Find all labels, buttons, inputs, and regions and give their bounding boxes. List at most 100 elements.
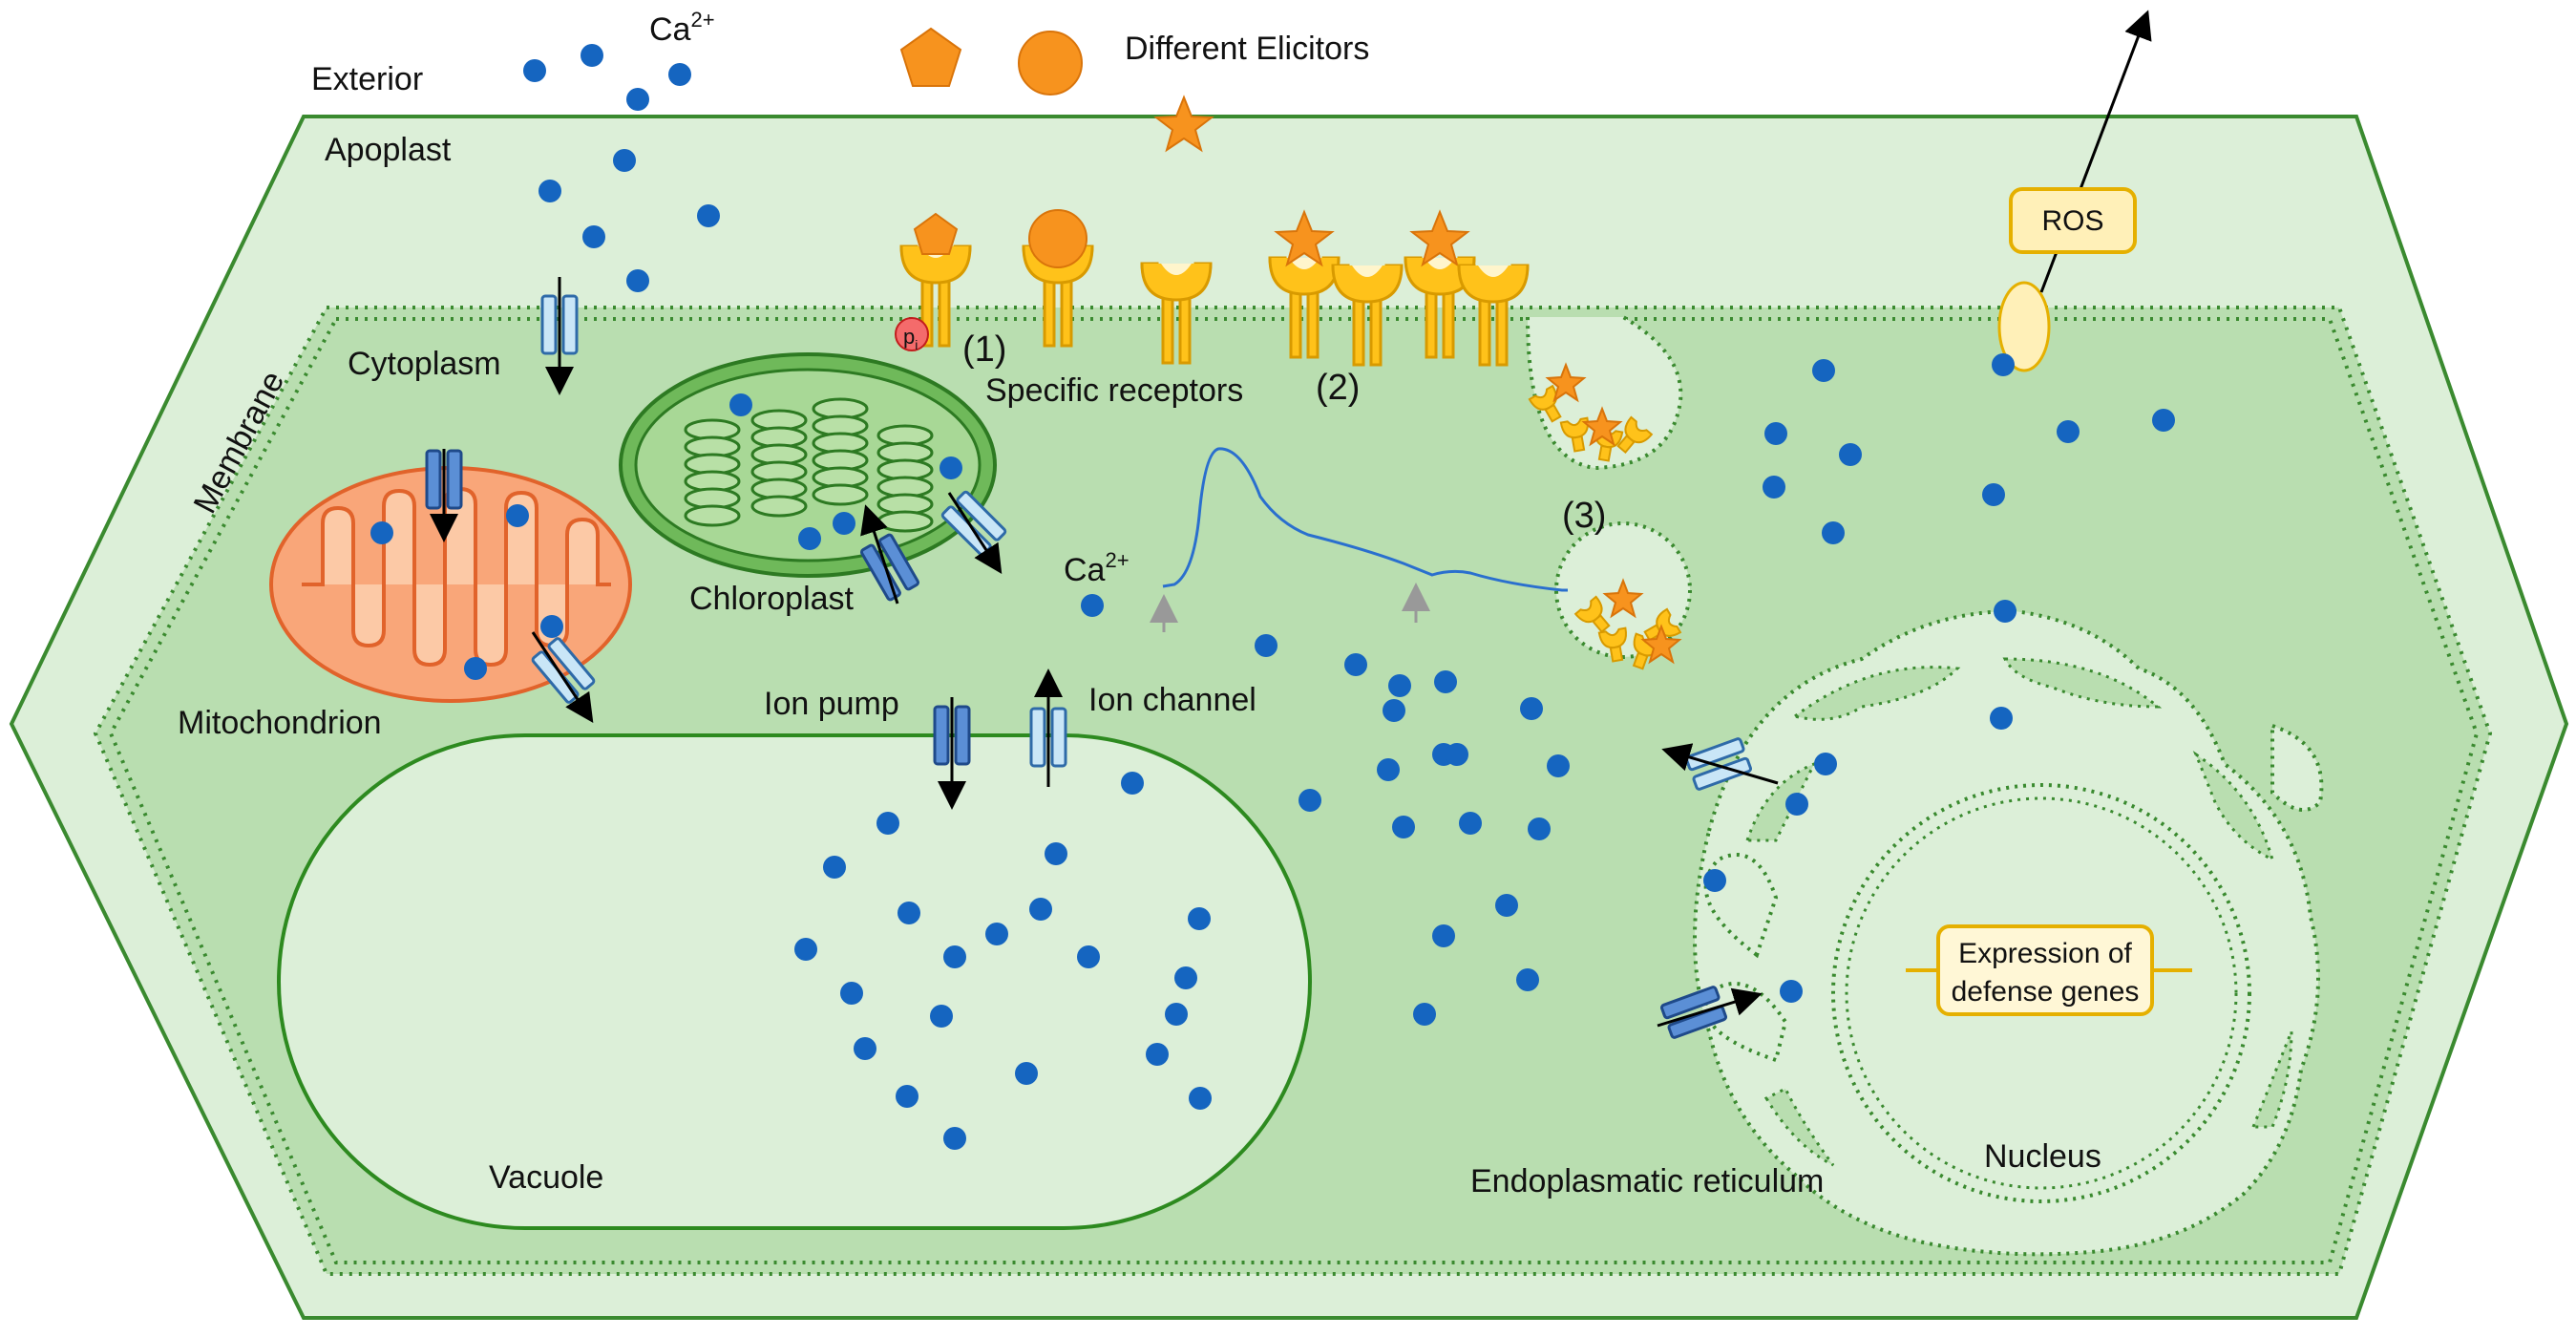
calcium-ion-icon — [823, 856, 846, 879]
calcium-ion-icon — [729, 393, 752, 416]
calcium-ion-icon — [613, 149, 636, 172]
calcium-ion-icon — [876, 812, 899, 835]
calcium-ion-icon — [1255, 634, 1277, 657]
calcium-ion-icon — [1188, 907, 1211, 930]
calcium-ion-icon — [854, 1037, 876, 1060]
calcium-ion-icon — [1081, 594, 1104, 617]
calcium-ion-icon — [1520, 697, 1543, 720]
calcium-ion-icon — [840, 982, 863, 1005]
calcium-ion-icon — [626, 269, 649, 292]
calcium-ion-icon — [1495, 894, 1518, 917]
ros-channel-icon — [1997, 281, 2051, 372]
calcium-ion-icon — [943, 1127, 966, 1150]
calcium-ion-icon — [1992, 353, 2015, 376]
calcium-ion-icon — [540, 615, 563, 638]
label-specific-receptors: Specific receptors — [985, 372, 1243, 409]
calcium-ions — [370, 44, 2175, 1150]
calcium-ion-icon — [1446, 743, 1468, 766]
calcium-ion-icon — [1780, 980, 1803, 1003]
calcium-ion-icon — [1528, 817, 1551, 840]
chloroplast — [619, 352, 997, 578]
calcium-ion-icon — [1045, 842, 1067, 865]
label-ion-channel: Ion channel — [1088, 682, 1256, 718]
calcium-ion-icon — [1516, 968, 1539, 991]
calcium-ion-icon — [1299, 789, 1321, 812]
label-vacuole: Vacuole — [489, 1159, 603, 1196]
calcium-ion-icon — [896, 1085, 918, 1108]
calcium-ion-icon — [1077, 945, 1100, 968]
calcium-ion-icon — [794, 938, 817, 961]
calcium-ion-icon — [897, 902, 920, 924]
label-cytoplasm: Cytoplasm — [348, 346, 501, 382]
calcium-ion-icon — [1029, 898, 1052, 921]
calcium-ion-icon — [1344, 653, 1367, 676]
calcium-ion-icon — [1015, 1062, 1038, 1085]
calcium-ion-icon — [1392, 816, 1415, 838]
calcium-ion-icon — [1990, 707, 2013, 730]
calcium-ion-icon — [581, 44, 603, 67]
calcium-ion-icon — [506, 504, 529, 527]
label-step-2: (2) — [1316, 368, 1360, 408]
label-expression-2: defense genes — [1952, 976, 2140, 1008]
calcium-ion-icon — [1383, 699, 1405, 722]
label-nucleus: Nucleus — [1984, 1138, 2101, 1175]
circle-elicitor-icon — [1018, 31, 1083, 96]
ros-box — [2009, 187, 2137, 254]
calcium-ion-icon — [523, 59, 546, 82]
label-expression-1: Expression of — [1958, 938, 2132, 969]
label-different-elicitors: Different Elicitors — [1125, 31, 1369, 67]
calcium-ion-icon — [1994, 600, 2016, 623]
calcium-ion-icon — [943, 945, 966, 968]
label-er: Endoplasmatic reticulum — [1470, 1163, 1824, 1199]
label-pi: pi — [903, 325, 918, 352]
vacuole — [277, 733, 1312, 1230]
calcium-ion-icon — [1174, 966, 1197, 989]
calcium-ion-icon — [1413, 1003, 1436, 1026]
calcium-ion-icon — [1432, 924, 1455, 947]
calcium-ion-icon — [930, 1005, 953, 1028]
calcium-ion-icon — [1459, 812, 1482, 835]
label-ca-cytoplasm: Ca2+ — [1064, 548, 1130, 588]
calcium-ion-icon — [1822, 521, 1845, 544]
label-step-3: (3) — [1562, 496, 1606, 536]
calcium-ion-icon — [668, 63, 691, 86]
calcium-ion-icon — [1814, 753, 1837, 775]
arrow-icon — [947, 492, 1003, 575]
pentagon-elicitor-icon — [899, 27, 962, 87]
calcium-ion-icon — [1388, 674, 1411, 697]
arrow-icon — [1657, 987, 1763, 1028]
calcium-ion-icon — [1785, 793, 1808, 816]
calcium-ion-icon — [1121, 772, 1144, 795]
calcium-ion-icon — [833, 512, 855, 535]
label-mitochondrion: Mitochondrion — [178, 705, 382, 741]
calcium-ion-icon — [1146, 1043, 1169, 1066]
label-ros: ROS — [2041, 205, 2103, 237]
calcium-ion-icon — [582, 225, 605, 248]
calcium-ion-icon — [1763, 476, 1785, 499]
label-step-1: (1) — [962, 329, 1006, 370]
phosphate-badge — [895, 317, 929, 351]
label-ca-exterior: Ca2+ — [649, 8, 715, 48]
label-exterior: Exterior — [311, 61, 423, 97]
label-ion-pump: Ion pump — [764, 686, 899, 722]
calcium-ion-icon — [2057, 420, 2080, 443]
calcium-ion-icon — [1547, 754, 1570, 777]
arrow-icon — [1661, 743, 1779, 785]
calcium-ion-icon — [1839, 443, 1862, 466]
arrow-icon — [531, 631, 594, 723]
arrow-icon — [860, 504, 899, 605]
label-chloroplast: Chloroplast — [689, 581, 855, 617]
calcium-ion-icon — [464, 657, 487, 680]
calcium-ion-icon — [1434, 670, 1457, 693]
calcium-ion-icon — [1703, 869, 1726, 892]
calcium-ion-icon — [1982, 483, 2005, 506]
label-apoplast: Apoplast — [325, 132, 452, 168]
calcium-ion-icon — [370, 521, 393, 544]
receptor-icon — [899, 212, 972, 348]
calcium-ion-icon — [1764, 422, 1787, 445]
calcium-ion-icon — [1165, 1003, 1188, 1026]
calcium-ion-icon — [940, 456, 962, 479]
calcium-ion-icon — [1377, 758, 1400, 781]
calcium-ion-icon — [538, 180, 561, 202]
